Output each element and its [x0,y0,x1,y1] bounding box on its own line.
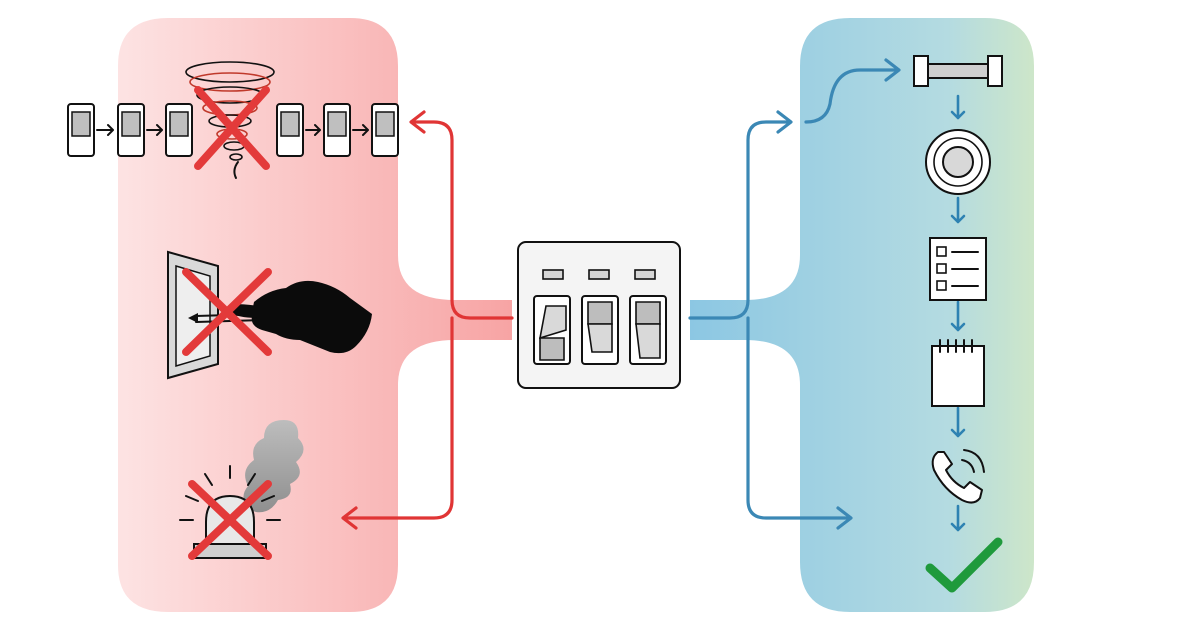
breaker-switch-1 [533,295,571,365]
breaker-switch-2 [581,295,619,365]
unsafe-connector-lines [343,120,514,520]
breaker-switch-3 [629,295,667,365]
step-flow-arrows [950,94,966,532]
phone-call-icon [931,449,985,504]
cross-mark [194,86,270,170]
barrier-bar-icon [913,55,1003,87]
circular-button-icon [925,129,991,195]
hand-tool-in-panel-crossed-icon [167,250,372,380]
breaker-chain-tornado-crossed-icon [67,61,399,179]
safe-arrowhead-top [884,58,901,82]
smoking-alarm-crossed-icon [179,420,304,560]
safe-arrowhead-middle [776,110,793,134]
unsafe-arrowhead-top [409,110,426,134]
checklist-icon [929,237,987,301]
cross-mark [182,268,272,356]
hand-silhouette [251,280,372,354]
safe-panel [688,18,1034,612]
safe-connector-lines [688,68,900,520]
green-checkmark-icon [925,537,1003,593]
notepad-icon [931,339,985,407]
breaker-chain [67,103,399,157]
unsafe-arrowhead-bottom [341,506,358,530]
unsafe-panel [67,18,514,612]
three-breaker-switch-panel-icon [517,241,681,389]
cross-mark [188,480,272,560]
safe-arrowhead-bottom [836,506,853,530]
